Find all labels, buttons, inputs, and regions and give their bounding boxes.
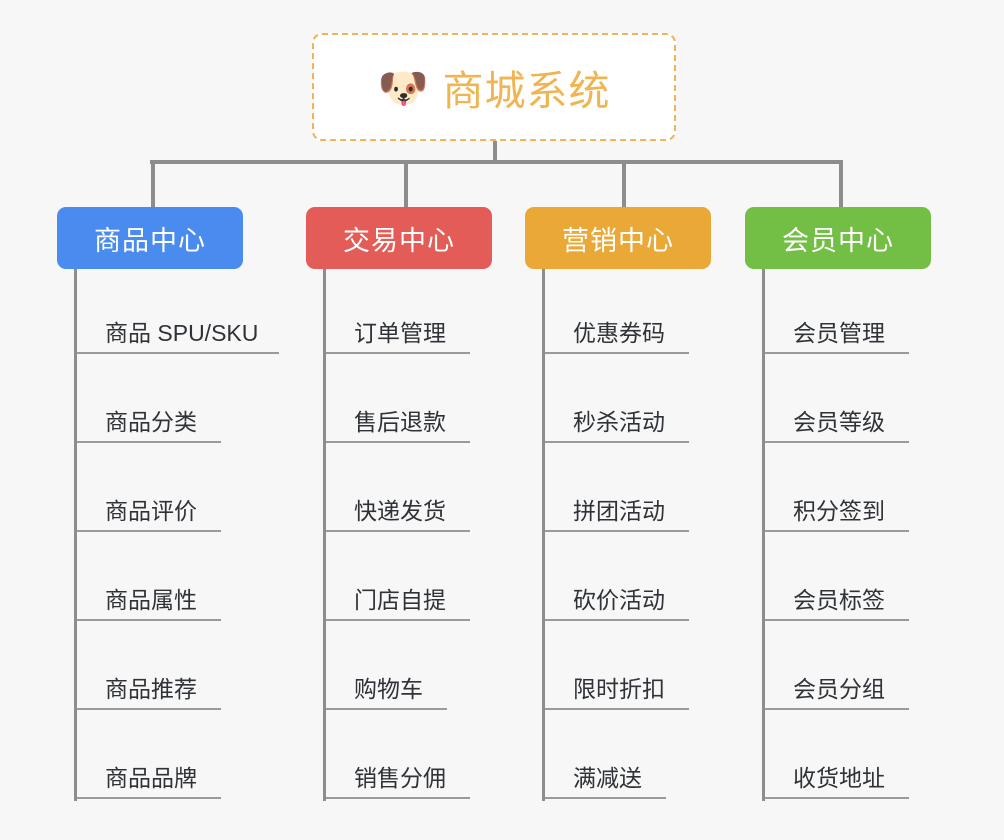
connector-drop-marketing-center — [622, 160, 626, 208]
column-trunk-marketing-center — [542, 269, 545, 801]
category-header-label: 交易中心 — [343, 225, 455, 256]
leaf-item-label: 优惠券码 — [573, 320, 665, 346]
leaf-item-label: 会员标签 — [793, 587, 885, 613]
leaf-item-underline — [765, 708, 909, 710]
leaf-item-underline — [545, 441, 689, 443]
leaf-item-label: 快递发货 — [354, 498, 446, 524]
connector-horizontal-bus — [150, 160, 840, 164]
leaf-item-underline — [545, 352, 689, 354]
leaf-item-underline — [326, 619, 470, 621]
leaf-item-label: 商品推荐 — [105, 676, 197, 702]
leaf-item-underline — [77, 797, 221, 799]
column-trunk-trade-center — [323, 269, 326, 801]
leaf-item-underline — [77, 708, 221, 710]
leaf-item-underline — [765, 797, 909, 799]
leaf-item-label: 门店自提 — [354, 587, 446, 613]
connector-drop-trade-center — [404, 160, 408, 208]
leaf-item-label: 订单管理 — [354, 320, 446, 346]
leaf-item-label: 秒杀活动 — [573, 409, 665, 435]
leaf-item-underline — [326, 441, 470, 443]
leaf-item-label: 销售分佣 — [354, 765, 446, 791]
connector-root-vertical — [493, 141, 497, 163]
leaf-item-label: 积分签到 — [793, 498, 885, 524]
leaf-item-underline — [765, 530, 909, 532]
leaf-item-underline — [326, 708, 447, 710]
leaf-item-label: 收货地址 — [793, 765, 885, 791]
category-header-label: 营销中心 — [562, 225, 674, 256]
column-trunk-product-center — [74, 269, 77, 801]
leaf-item-label: 售后退款 — [354, 409, 446, 435]
leaf-item-underline — [326, 797, 470, 799]
leaf-item-label: 满减送 — [573, 765, 642, 791]
leaf-item-underline — [545, 619, 689, 621]
category-header-member-center[interactable]: 会员中心 — [745, 207, 931, 269]
leaf-item-label: 购物车 — [354, 676, 423, 702]
connector-drop-member-center — [839, 160, 843, 208]
leaf-item-label: 会员分组 — [793, 676, 885, 702]
leaf-item-underline — [765, 441, 909, 443]
leaf-item-label: 商品评价 — [105, 498, 197, 524]
leaf-item-underline — [545, 708, 689, 710]
leaf-item-underline — [77, 619, 221, 621]
leaf-item-underline — [765, 352, 909, 354]
leaf-item-label: 砍价活动 — [573, 587, 665, 613]
category-header-marketing-center[interactable]: 营销中心 — [525, 207, 711, 269]
leaf-item-underline — [765, 619, 909, 621]
leaf-item-label: 商品 SPU/SKU — [105, 320, 259, 346]
leaf-item-label: 商品属性 — [105, 587, 197, 613]
column-trunk-member-center — [762, 269, 765, 801]
root-node-title: 商城系统 — [442, 68, 611, 114]
leaf-item-label: 商品品牌 — [105, 765, 197, 791]
leaf-item-underline — [545, 797, 666, 799]
leaf-item-label: 拼团活动 — [573, 498, 665, 524]
category-header-trade-center[interactable]: 交易中心 — [306, 207, 492, 269]
leaf-item-label: 会员管理 — [793, 320, 885, 346]
leaf-item-underline — [77, 530, 221, 532]
dog-face-icon: 🐶 — [377, 64, 429, 111]
connector-drop-product-center — [151, 160, 155, 208]
leaf-item-underline — [326, 530, 470, 532]
leaf-item-label: 商品分类 — [105, 409, 197, 435]
leaf-item-label: 限时折扣 — [573, 676, 665, 702]
leaf-item-label: 会员等级 — [793, 409, 885, 435]
leaf-item-underline — [326, 352, 470, 354]
category-header-product-center[interactable]: 商品中心 — [57, 207, 243, 269]
category-header-label: 商品中心 — [94, 225, 206, 256]
leaf-item-underline — [545, 530, 689, 532]
leaf-item-underline — [77, 441, 221, 443]
category-header-label: 会员中心 — [782, 225, 894, 256]
root-node-mall-system[interactable]: 🐶 商城系统 — [312, 33, 676, 141]
leaf-item-underline — [77, 352, 279, 354]
